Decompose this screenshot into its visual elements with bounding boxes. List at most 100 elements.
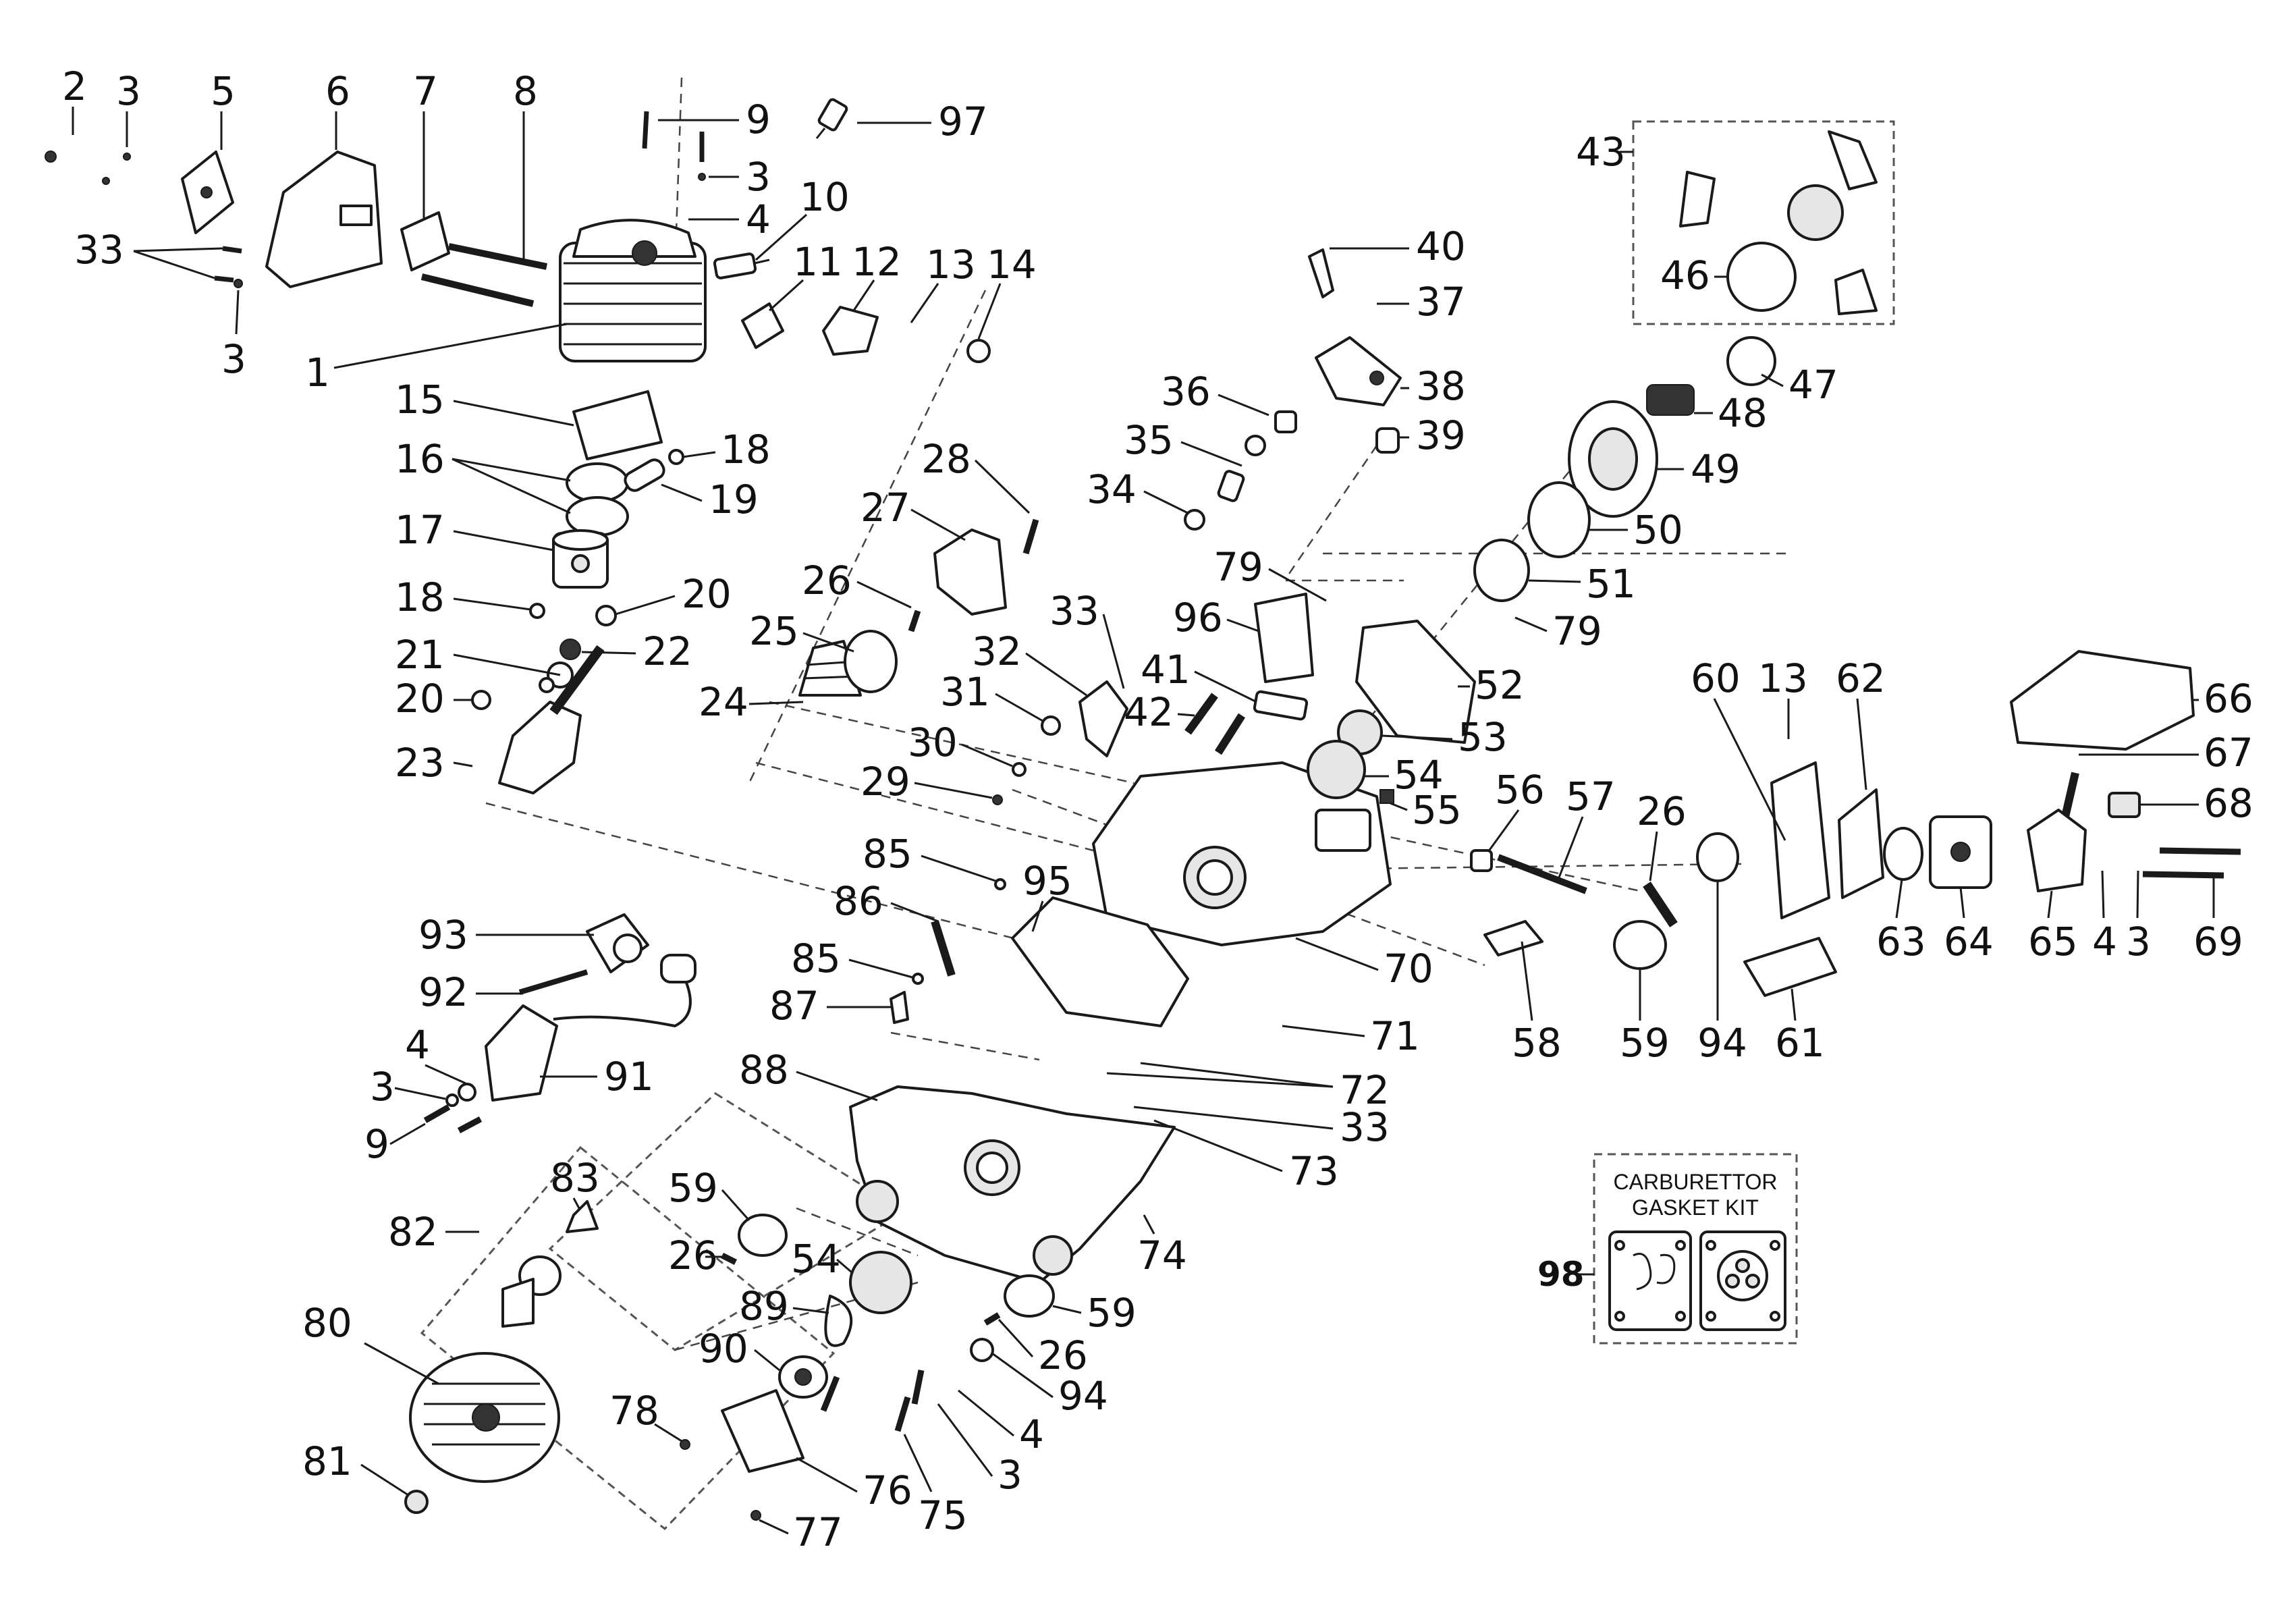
part-65-adapter xyxy=(2027,809,2087,892)
label-78: 78 xyxy=(609,1388,659,1434)
label-59a: 59 xyxy=(1620,1020,1670,1066)
part-52-cover xyxy=(1355,620,1476,744)
label-25: 25 xyxy=(749,608,799,654)
group-box-82 xyxy=(420,1145,836,1531)
part-50-sprocket xyxy=(1527,481,1591,558)
label-22: 22 xyxy=(643,628,692,674)
label-98: 98 xyxy=(1537,1255,1585,1294)
label-13a: 13 xyxy=(926,242,976,288)
label-14: 14 xyxy=(987,242,1037,288)
part-89-circlip xyxy=(824,1295,853,1347)
label-63: 63 xyxy=(1876,919,1926,965)
part-55-pin xyxy=(1379,789,1394,804)
part-40-hose xyxy=(1308,248,1334,298)
part-31-bushing xyxy=(1041,715,1061,736)
label-65: 65 xyxy=(2028,919,2078,965)
label-74: 74 xyxy=(1137,1233,1187,1278)
part-76-plate xyxy=(721,1389,804,1473)
part-20-washer xyxy=(595,605,617,626)
label-9a: 9 xyxy=(746,97,771,142)
label-29: 29 xyxy=(860,759,910,805)
part-9-screw-a xyxy=(642,111,649,149)
part-6-muffler-cover xyxy=(265,151,383,288)
label-35: 35 xyxy=(1124,417,1174,463)
part-75-screw-a xyxy=(820,1376,840,1412)
part-81-nut xyxy=(404,1490,429,1514)
label-62: 62 xyxy=(1836,655,1886,701)
part-30-washer xyxy=(1012,762,1027,777)
label-88: 88 xyxy=(739,1047,789,1093)
group-box-43 xyxy=(1632,120,1895,325)
part-66-air-filter-cover xyxy=(2010,650,2195,751)
part-9-screw-c xyxy=(423,1104,451,1123)
label-64: 64 xyxy=(1944,919,1994,965)
part-91-lead xyxy=(553,971,692,1027)
label-69: 69 xyxy=(2193,919,2243,965)
label-3a: 3 xyxy=(116,68,141,114)
label-16: 16 xyxy=(395,436,445,482)
part-56-bushing xyxy=(1470,849,1493,872)
part-41-filter xyxy=(1253,690,1309,721)
label-17: 17 xyxy=(395,507,445,553)
label-41: 41 xyxy=(1141,647,1191,693)
label-90: 90 xyxy=(699,1326,748,1372)
part-33-screw-a xyxy=(222,246,242,254)
label-51: 51 xyxy=(1586,561,1636,607)
label-89: 89 xyxy=(739,1283,789,1329)
part-8-bolts xyxy=(420,243,548,307)
label-26d: 26 xyxy=(1038,1332,1088,1378)
carburettor-kit-box xyxy=(1593,1153,1798,1345)
part-70-crankcase xyxy=(1092,761,1392,946)
part-93-bracket xyxy=(586,913,649,973)
label-30: 30 xyxy=(908,720,958,765)
part-17-piston xyxy=(552,529,609,589)
part-80-flywheel xyxy=(409,1352,560,1483)
part-19-piston-pin xyxy=(624,458,665,492)
label-12: 12 xyxy=(852,239,902,285)
part-26-bolt xyxy=(908,610,921,632)
part-2-nut xyxy=(45,151,57,163)
label-20a: 20 xyxy=(682,571,732,617)
label-92: 92 xyxy=(418,969,468,1015)
part-91-cap xyxy=(660,954,696,983)
label-38: 38 xyxy=(1416,363,1466,409)
label-94b: 94 xyxy=(1058,1373,1108,1419)
part-85-washer-b xyxy=(912,973,924,985)
label-56: 56 xyxy=(1495,767,1545,813)
label-46: 46 xyxy=(1660,252,1710,298)
label-10: 10 xyxy=(800,174,850,220)
label-32: 32 xyxy=(972,628,1022,674)
part-26-screw-left xyxy=(720,1252,738,1266)
label-85a: 85 xyxy=(863,831,912,877)
label-86: 86 xyxy=(833,878,883,924)
label-33c: 33 xyxy=(1340,1104,1390,1150)
part-60-plate xyxy=(1770,761,1830,919)
part-54-bearing-left xyxy=(849,1251,912,1314)
part-85-washer-a xyxy=(994,878,1006,890)
part-67-stud xyxy=(2061,772,2079,818)
label-28: 28 xyxy=(921,436,971,482)
part-47-washer xyxy=(1726,336,1776,386)
part-91-ignition-coil xyxy=(485,1004,558,1102)
label-77: 77 xyxy=(793,1509,843,1555)
carburettor-gasket-kit: CARBURETTOR GASKET KIT xyxy=(1608,1170,1786,1331)
label-15: 15 xyxy=(395,377,445,423)
label-61: 61 xyxy=(1775,1020,1825,1066)
part-26-bolt-right xyxy=(1643,882,1678,927)
part-64-carburetor xyxy=(1929,815,1992,889)
part-26-screw-bottom xyxy=(983,1312,1001,1326)
label-71: 71 xyxy=(1370,1013,1420,1059)
label-54a: 54 xyxy=(1394,752,1444,798)
part-61-pad xyxy=(1743,937,1837,997)
part-9-screw-d xyxy=(457,1116,483,1133)
label-82: 82 xyxy=(388,1209,438,1255)
part-27-cover xyxy=(933,529,1007,616)
label-39: 39 xyxy=(1416,412,1466,458)
part-77-screw xyxy=(750,1510,761,1521)
kit-title-line1: CARBURETTOR xyxy=(1614,1170,1778,1194)
label-72: 72 xyxy=(1340,1067,1390,1113)
label-66: 66 xyxy=(2204,676,2253,722)
label-53: 53 xyxy=(1458,714,1508,760)
part-49-clutch-drum xyxy=(1568,400,1658,518)
